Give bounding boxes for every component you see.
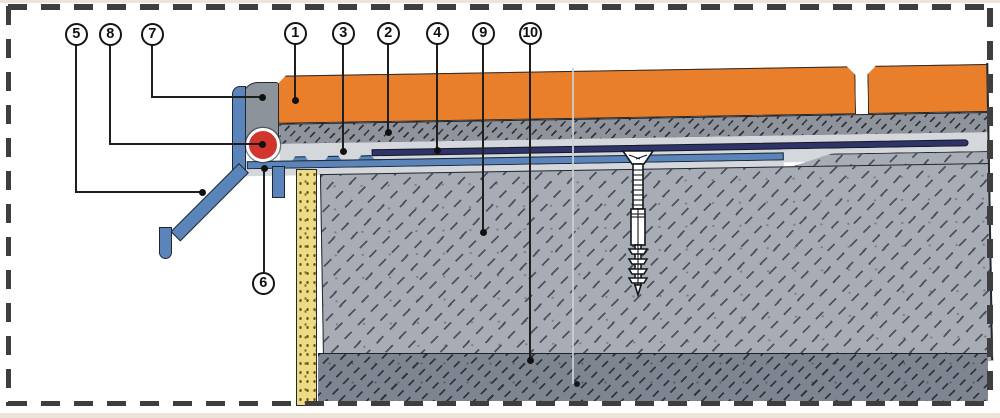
callout-7: 7 xyxy=(140,22,164,46)
scan-edge-bottom xyxy=(0,413,1000,418)
leader-line xyxy=(294,42,296,100)
joint-line xyxy=(571,68,574,384)
leader-dot xyxy=(260,164,268,172)
dashed-border-bottom xyxy=(8,400,993,406)
leader-dot xyxy=(198,188,206,196)
leader-dot xyxy=(258,140,266,148)
callout-1: 1 xyxy=(283,21,307,45)
drip-profile-leg xyxy=(158,227,172,259)
leader-line xyxy=(387,42,389,132)
leader-line xyxy=(151,43,153,97)
leader-line xyxy=(482,42,484,232)
leader-line xyxy=(75,43,77,192)
leader-line xyxy=(109,43,111,144)
leader-line xyxy=(342,42,344,151)
leader-line xyxy=(151,96,262,98)
callout-10: 10 xyxy=(518,21,542,45)
leader-line xyxy=(529,42,531,360)
callout-2: 2 xyxy=(376,21,400,45)
callout-9: 9 xyxy=(471,21,495,45)
leader-dot xyxy=(258,93,266,101)
callout-5: 5 xyxy=(64,22,88,46)
leader-dot xyxy=(339,147,347,155)
joint-line-dot xyxy=(573,380,580,387)
leader-line xyxy=(75,191,202,193)
callout-3: 3 xyxy=(331,21,355,45)
dashed-border-left xyxy=(5,6,11,406)
leader-line xyxy=(436,42,438,150)
leader-dot xyxy=(479,228,487,236)
callout-6: 6 xyxy=(251,271,275,295)
dashed-border-top xyxy=(8,4,993,10)
leader-line xyxy=(109,143,262,145)
perimeter-insulation-strip xyxy=(296,169,317,406)
fastening-screw-icon xyxy=(621,150,655,298)
callout-4: 4 xyxy=(425,21,449,45)
leader-dot xyxy=(526,356,534,364)
drip-profile-downturn xyxy=(272,166,285,198)
leader-dot xyxy=(433,146,441,154)
substrate-layer xyxy=(318,353,988,401)
callout-8: 8 xyxy=(98,22,122,46)
dashed-border-right xyxy=(987,8,993,404)
leader-dot xyxy=(384,128,392,136)
scan-edge-top xyxy=(0,0,1000,3)
leader-line xyxy=(263,167,265,273)
leader-dot xyxy=(291,96,299,104)
